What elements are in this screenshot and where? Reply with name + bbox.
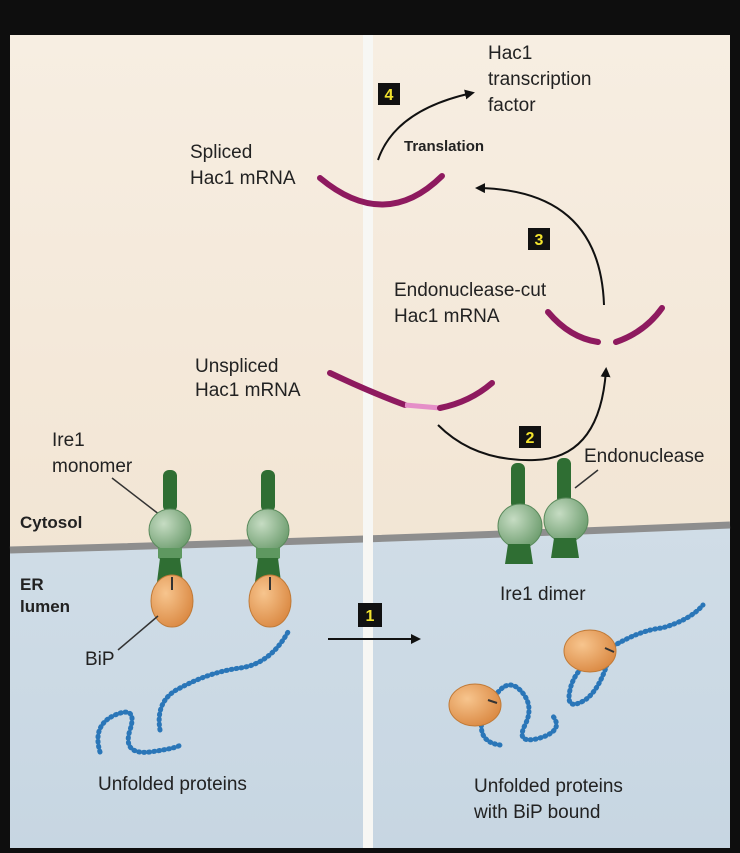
unspliced-mrna-exon-2	[437, 380, 495, 411]
ire1-monomer-leader	[111, 477, 161, 516]
cut-mrna-label-2: Hac1 mRNA	[394, 306, 500, 327]
ire1-dimer	[497, 458, 589, 564]
er-lumen-label-2: lumen	[20, 597, 70, 616]
unfolded-protein-4	[487, 682, 559, 743]
spliced-mrna-label-1: Spliced	[190, 142, 252, 163]
bip-1	[150, 574, 194, 628]
bip-bound-1-binding	[604, 647, 615, 653]
ire1-monomer-label-2: monomer	[52, 456, 133, 477]
cytosol-label: Cytosol	[20, 513, 82, 532]
translation-label: Translation	[404, 138, 484, 155]
ire1-monomer-label-1: Ire1	[52, 430, 85, 451]
cut-mrna-piece-2	[613, 305, 665, 345]
unspliced-mrna-label-2: Hac1 mRNA	[195, 380, 301, 401]
step-2-arrow	[437, 367, 611, 462]
panel-divider	[363, 35, 373, 848]
hac1-tf-label-2: transcription	[488, 69, 592, 90]
unfolded-proteins-label: Unfolded proteins	[98, 774, 247, 795]
step-1-number: 1	[366, 608, 375, 625]
step-2-badge	[519, 426, 541, 448]
unfolded-protein-1	[95, 709, 183, 755]
ire1-dimer-label: Ire1 dimer	[500, 584, 586, 605]
unfolded-bound-label-1: Unfolded proteins	[474, 776, 623, 797]
cut-mrna-piece-1	[545, 309, 601, 345]
step-2-number: 2	[526, 430, 535, 447]
unfolded-protein-2	[156, 629, 291, 733]
hac1-tf-label-3: factor	[488, 95, 536, 116]
unspliced-mrna-exon-1	[327, 370, 408, 408]
hac1-tf-label-1: Hac1	[488, 43, 532, 64]
step-3-arrow	[475, 183, 605, 306]
endonuclease-label: Endonuclease	[584, 446, 704, 467]
bip-bound-2-binding	[487, 699, 498, 704]
bip-bound-2	[448, 683, 502, 727]
er-lumen-label-1: ER	[20, 575, 44, 594]
bip-2	[248, 574, 292, 628]
unspliced-mrna-intron	[404, 402, 441, 411]
step-4-arrow	[377, 89, 475, 161]
step-3-number: 3	[535, 232, 544, 249]
spliced-mrna-label-2: Hac1 mRNA	[190, 168, 296, 189]
step-1-badge	[358, 603, 382, 627]
cut-mrna-label-1: Endonuclease-cut	[394, 280, 547, 301]
bip-leader	[117, 615, 159, 651]
step-4-badge	[378, 83, 400, 105]
unfolded-bound-label-2: with BiP bound	[473, 802, 600, 823]
spliced-mrna	[317, 173, 445, 208]
bip-label: BiP	[85, 649, 115, 670]
step-3-badge	[528, 228, 550, 250]
endonuclease-leader	[574, 469, 599, 489]
unspliced-mrna-label-1: Unspliced	[195, 356, 278, 377]
bip-bound-1	[563, 629, 617, 673]
step-4-number: 4	[385, 87, 394, 104]
